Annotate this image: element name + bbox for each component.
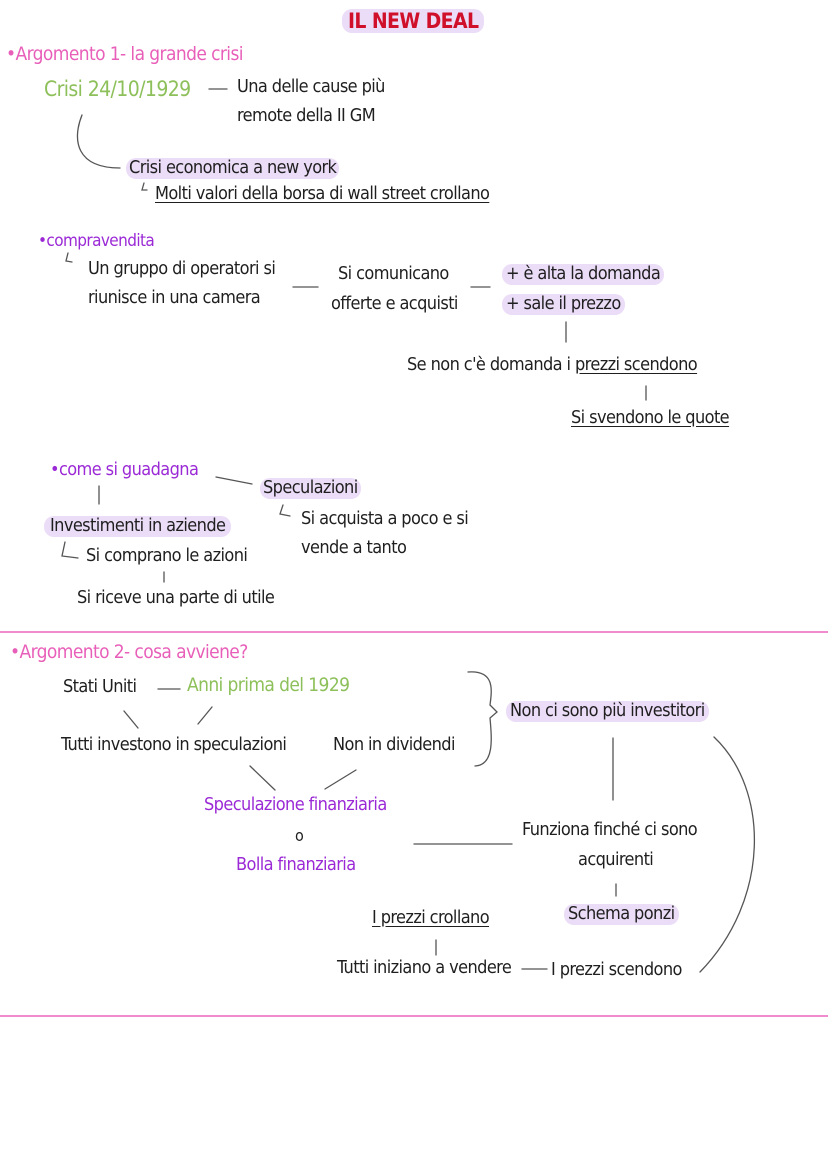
demand-high: + è alta la domanda: [502, 263, 665, 285]
financial-bubble: Bolla finanziaria: [236, 854, 356, 875]
financial-speculation: Speculazione finanziaria: [204, 794, 387, 815]
sell-off-shares: Si svendono le quote: [571, 407, 730, 428]
prices-decrease: I prezzi scendono: [551, 959, 682, 980]
section-divider: [0, 631, 828, 633]
speculations: Speculazioni: [260, 477, 361, 499]
operators-line-2: riunisce in una camera: [88, 287, 261, 308]
not-dividends: Non in dividendi: [333, 734, 456, 755]
works-while-line-1: Funziona finché ci sono: [522, 819, 698, 840]
communicate-line-2: offerte e acquisti: [331, 293, 458, 314]
buy-shares: Si comprano le azioni: [86, 545, 248, 566]
speculation-desc-2: vende a tanto: [301, 537, 407, 558]
or-text: o: [295, 826, 304, 845]
years-before-1929: Anni prima del 1929: [187, 674, 350, 696]
communicate-line-1: Si comunicano: [338, 263, 449, 284]
subheading-compravendita: •compravendita: [38, 231, 155, 251]
section-heading-2: •Argomento 2- cosa avviene?: [10, 641, 248, 663]
ponzi-scheme: Schema ponzi: [564, 903, 679, 925]
all-invest-speculation: Tutti investono in speculazioni: [61, 734, 287, 755]
wall-street-crash: Molti valori della borsa di wall street …: [155, 183, 490, 204]
united-states: Stati Uniti: [63, 676, 137, 697]
cause-line-1: Una delle cause più: [237, 76, 385, 97]
no-demand: Se non c'è domanda i prezzi scendono: [407, 354, 698, 376]
prices-crash: I prezzi crollano: [372, 907, 490, 928]
everyone-sells: Tutti iniziano a vendere: [337, 957, 512, 978]
section-divider-bottom: [0, 1015, 828, 1017]
works-while-line-2: acquirenti: [578, 849, 654, 870]
page-title: IL NEW DEAL: [342, 9, 485, 34]
section-heading-1: •Argomento 1- la grande crisi: [6, 43, 244, 65]
crisis-date: Crisi 24/10/1929: [44, 77, 191, 101]
cause-line-2: remote della II GM: [237, 105, 376, 126]
no-more-investors: Non ci sono più investitori: [506, 700, 709, 722]
crisis-new-york: Crisi economica a new york: [126, 157, 340, 179]
receive-profit: Si riceve una parte di utile: [77, 587, 275, 608]
speculation-desc-1: Si acquista a poco e si: [301, 508, 469, 529]
subheading-earning: •come si guadagna: [50, 459, 199, 480]
prices-fall-underlined: prezzi scendono: [574, 354, 698, 375]
operators-line-1: Un gruppo di operatori si: [88, 258, 276, 279]
company-investments: Investimenti in aziende: [44, 515, 232, 537]
no-demand-prefix: Se non c'è domanda i: [407, 354, 575, 375]
price-up: + sale il prezzo: [502, 293, 625, 315]
